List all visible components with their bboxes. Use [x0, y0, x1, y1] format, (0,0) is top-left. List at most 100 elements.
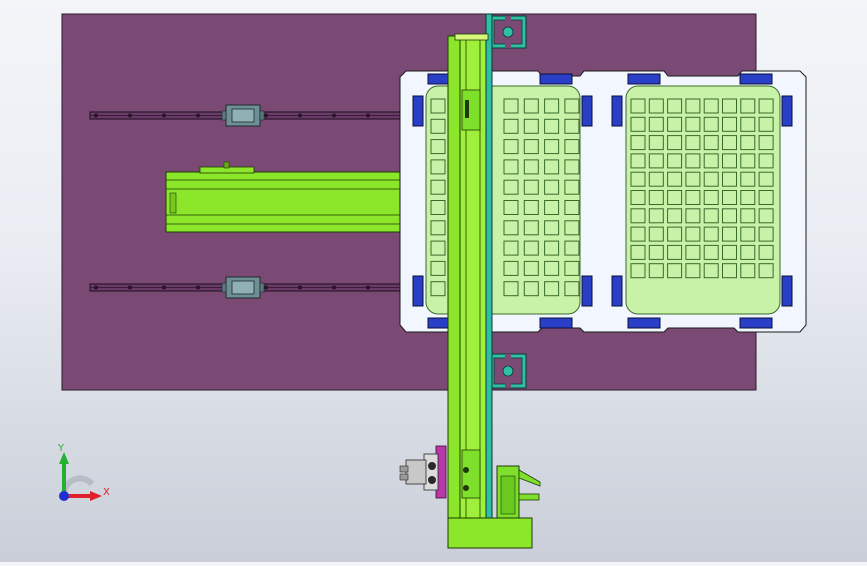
tray-cell: [523, 179, 539, 195]
rail-bolt: [128, 285, 132, 290]
tray-cell: [648, 226, 664, 242]
tray-cell: [523, 260, 539, 276]
tray-cell: [430, 240, 446, 256]
aluminum-profile-icon: [489, 353, 527, 389]
tray-cell: [503, 139, 519, 155]
tray-cell: [430, 220, 446, 236]
tray-cell: [740, 116, 756, 132]
tray-cell: [648, 190, 664, 205]
tray-cell: [648, 244, 664, 260]
tray-cell: [685, 244, 701, 260]
clamp[interactable]: [611, 95, 623, 127]
tray-cell: [544, 159, 560, 175]
gripper-head[interactable]: [399, 445, 447, 499]
tray-cell: [667, 244, 683, 260]
tray-cell: [544, 240, 560, 256]
tray-cell: [630, 98, 646, 114]
tray-cell: [685, 190, 701, 205]
triad-arrow-x: [90, 491, 102, 501]
clamp[interactable]: [581, 275, 593, 307]
tray-cell: [564, 240, 580, 256]
tray-cell: [648, 135, 664, 151]
tray-cell: [503, 260, 519, 276]
tray-cell: [630, 116, 646, 132]
tray-cell: [667, 263, 683, 279]
tray-cell: [564, 281, 580, 297]
tray-cell: [630, 226, 646, 242]
tray-cell: [685, 98, 701, 114]
tray-cell: [703, 226, 719, 242]
triad-axis-z: [59, 491, 69, 501]
tray-cell: [703, 135, 719, 151]
tray-cell: [503, 118, 519, 134]
tray-cell: [722, 171, 737, 187]
tray-cell: [564, 200, 580, 215]
tray-cell: [564, 159, 580, 175]
tray-cell: [667, 226, 683, 242]
gantry-base[interactable]: [447, 465, 541, 549]
tray-cell: [523, 139, 539, 155]
triad-label-y: Y: [58, 443, 65, 454]
tray-cell: [630, 153, 646, 169]
tray-cell: [544, 281, 560, 297]
tray-cell: [722, 116, 737, 132]
clamp[interactable]: [412, 275, 424, 307]
linear-actuator[interactable]: [165, 161, 403, 233]
tray-cell: [544, 139, 560, 155]
clamp[interactable]: [539, 317, 573, 329]
tray-cell: [667, 208, 683, 224]
triad-label-x: X: [103, 487, 110, 498]
rail-bolt: [264, 113, 268, 118]
tray-cell: [523, 159, 539, 175]
tray-cell: [430, 98, 446, 114]
tray-cell: [740, 171, 756, 187]
tray-panel-right[interactable]: [625, 85, 781, 315]
tray-cells: [430, 98, 774, 297]
tray-cell: [685, 208, 701, 224]
tray-cell: [667, 190, 683, 205]
aluminum-profile-icon: [489, 15, 527, 49]
tray-cell: [722, 190, 737, 205]
tray-cell: [630, 244, 646, 260]
tray-cell: [758, 116, 774, 132]
rail-bolt: [366, 285, 370, 290]
clamp[interactable]: [581, 95, 593, 127]
clamp[interactable]: [611, 275, 623, 307]
tray-cell: [564, 179, 580, 195]
tray-cell: [523, 220, 539, 236]
tray-cell: [503, 159, 519, 175]
gantry-column[interactable]: [447, 13, 493, 521]
rail-bolt: [94, 285, 98, 290]
tray-cell: [544, 118, 560, 134]
tray-cell: [685, 135, 701, 151]
tray-cell: [722, 98, 737, 114]
tray-cell: [430, 118, 446, 134]
tray-cell: [544, 260, 560, 276]
tray-cell: [685, 153, 701, 169]
tray-cell: [722, 208, 737, 224]
tray-cell: [648, 263, 664, 279]
tray-cell: [667, 171, 683, 187]
tray-cell: [544, 179, 560, 195]
clamp[interactable]: [412, 95, 424, 127]
rail-bolt: [332, 285, 336, 290]
tray-cell: [430, 281, 446, 297]
linear-bearing-icon[interactable]: [221, 104, 265, 127]
tray-cell: [758, 226, 774, 242]
clamp[interactable]: [739, 73, 773, 85]
tray-cell: [685, 171, 701, 187]
clamp[interactable]: [627, 73, 661, 85]
clamp[interactable]: [539, 73, 573, 85]
linear-bearing-icon[interactable]: [221, 276, 265, 299]
clamp[interactable]: [781, 275, 793, 307]
tray-cell: [722, 226, 737, 242]
tray-cell: [503, 200, 519, 215]
tray-cell: [703, 98, 719, 114]
rail-bolt: [162, 285, 166, 290]
tray-cell: [523, 281, 539, 297]
clamp[interactable]: [781, 95, 793, 127]
clamp[interactable]: [627, 317, 661, 329]
clamp[interactable]: [739, 317, 773, 329]
